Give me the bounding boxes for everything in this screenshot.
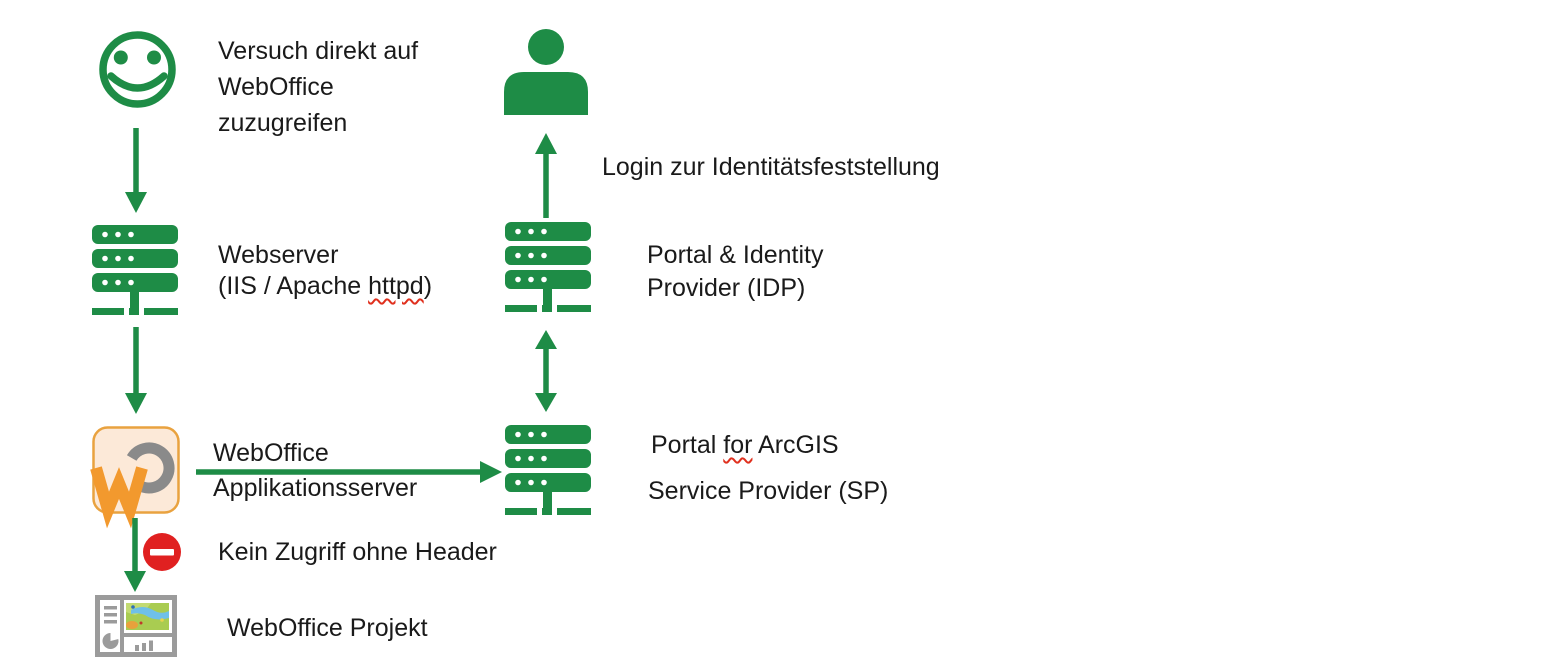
arrow-webserver-to-weboffice xyxy=(125,327,147,414)
idp-server-icon xyxy=(505,222,591,312)
denied-label: Kein Zugriff ohne Header xyxy=(218,538,497,566)
arrow-weboffice-to-sp xyxy=(196,461,502,483)
webserver-label: Webserver (IIS / Apache httpd) xyxy=(218,241,433,300)
weboffice-label-line1: WebOffice xyxy=(213,439,329,467)
weboffice-logo-icon xyxy=(90,426,180,529)
sp-label-line2: Service Provider (SP) xyxy=(648,477,889,505)
login-label: Login zur Identitätsfeststellung xyxy=(602,153,940,181)
sp-server-icon xyxy=(505,425,591,515)
person-icon xyxy=(504,29,588,115)
idp-label: Portal & Identity Provider (IDP) xyxy=(647,241,824,302)
arrow-idp-sp-bidirectional xyxy=(535,330,557,412)
no-entry-icon xyxy=(143,533,181,571)
webserver-server-icon xyxy=(92,225,178,315)
weboffice-projekt-icon xyxy=(95,595,177,657)
weboffice-label-line2: Applikationsserver xyxy=(213,474,418,502)
arrow-idp-to-person xyxy=(535,133,557,218)
user-attempt-label: Versuch direkt auf WebOffice zuzugreifen xyxy=(218,37,419,137)
arrow-user-to-webserver xyxy=(125,128,147,213)
sp-label-line1: Portal for ArcGIS xyxy=(651,431,839,459)
projekt-label: WebOffice Projekt xyxy=(227,614,428,642)
smiley-icon xyxy=(95,27,180,112)
arrow-weboffice-to-projekt xyxy=(124,518,146,592)
